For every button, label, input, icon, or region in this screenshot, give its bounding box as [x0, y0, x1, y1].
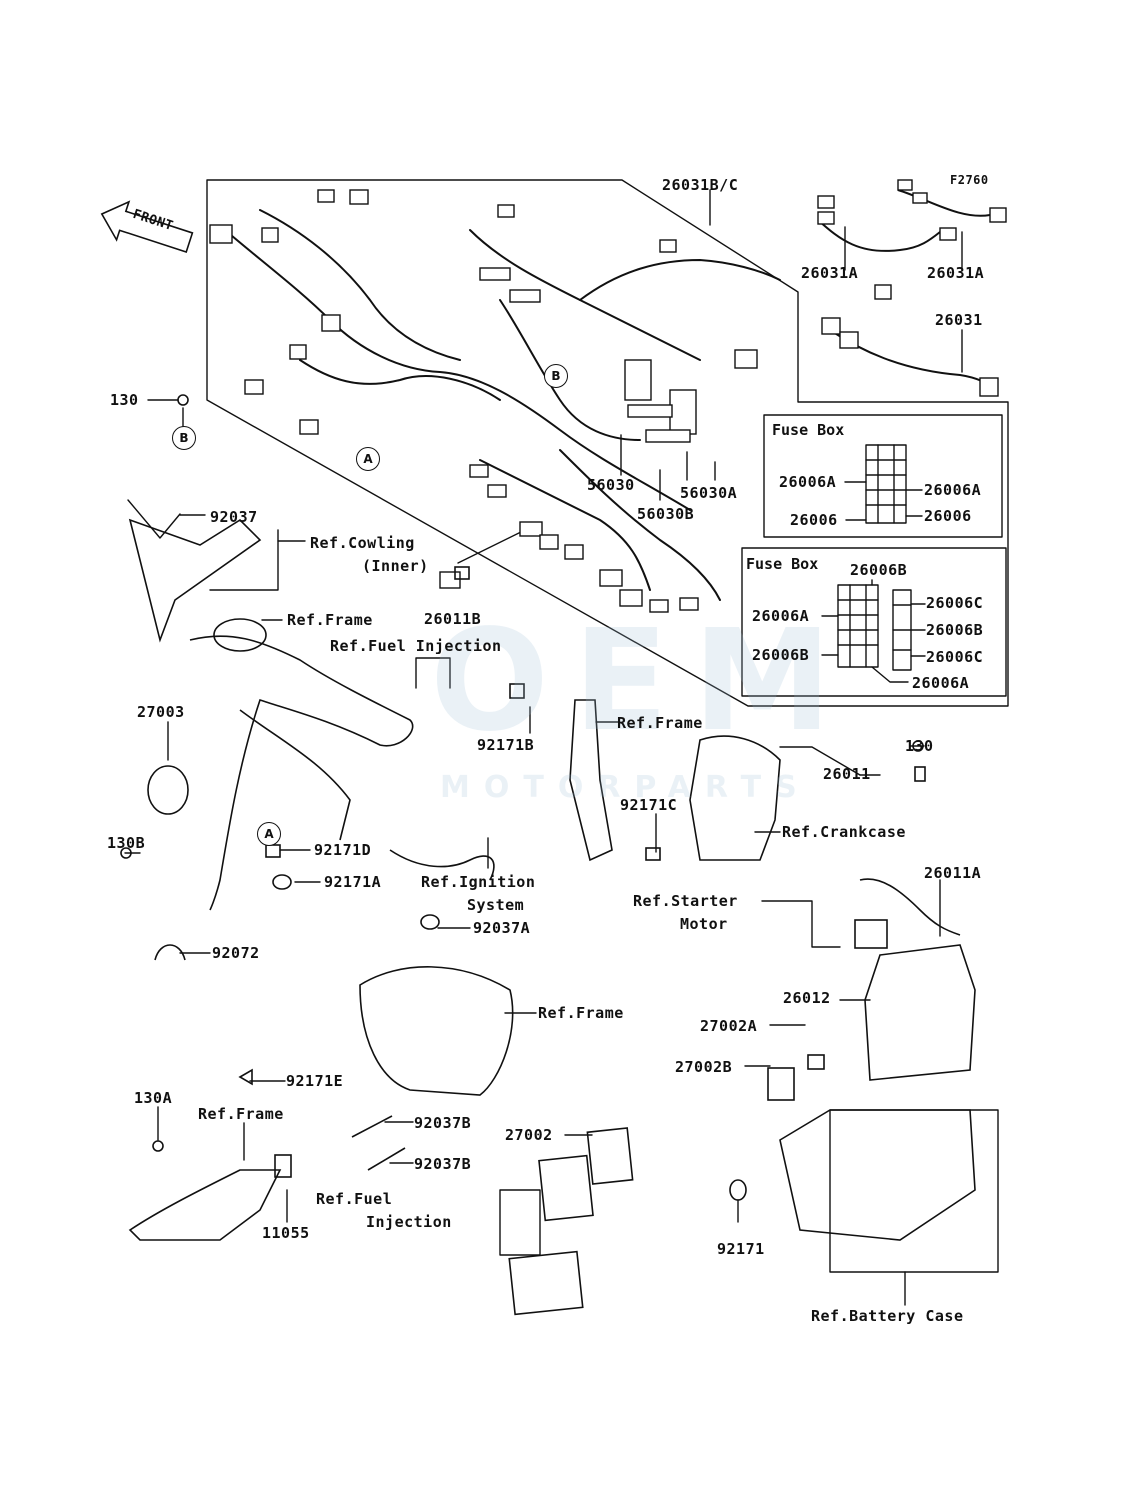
callout-26006-fb1-left[interactable]: 26006 [790, 511, 838, 529]
callout-130a[interactable]: 130A [134, 1089, 173, 1107]
harness-enclosure [206, 179, 1009, 707]
callout-26011[interactable]: 26011 [823, 765, 871, 783]
callout-26006a-fb1-left[interactable]: 26006A [779, 473, 837, 491]
ref-starter-motor: Ref.Starter [633, 892, 738, 910]
callout-26006a-fb1-right[interactable]: 26006A [924, 481, 982, 499]
circle-tag-b-center: B [544, 364, 568, 388]
callout-92171d[interactable]: 92171D [314, 841, 372, 859]
fuse-box-1-title: Fuse Box [772, 421, 845, 439]
ref-frame-lower-center: Ref.Frame [538, 1004, 624, 1022]
ref-cowling-inner: (Inner) [362, 557, 429, 575]
ref-fuel-injection-upper: Ref.Fuel Injection [330, 637, 502, 655]
callout-92171b[interactable]: 92171B [477, 736, 535, 754]
callout-130-top[interactable]: 130 [110, 391, 139, 409]
ref-starter-motor-2: Motor [680, 915, 728, 933]
callout-26006-fb1-right[interactable]: 26006 [924, 507, 972, 525]
callout-92171c[interactable]: 92171C [620, 796, 678, 814]
callout-56030a[interactable]: 56030A [680, 484, 738, 502]
callout-27002a[interactable]: 27002A [700, 1017, 758, 1035]
callout-130-right[interactable]: 130 [905, 737, 934, 755]
circle-tag-a-upper: A [356, 447, 380, 471]
fuse-box-1-frame [763, 414, 1003, 538]
callout-26031a-left[interactable]: 26031A [801, 264, 859, 282]
callout-130b[interactable]: 130B [107, 834, 146, 852]
callout-92037a[interactable]: 92037A [473, 919, 531, 937]
callout-11055[interactable]: 11055 [262, 1224, 310, 1242]
callout-92171e[interactable]: 92171E [286, 1072, 344, 1090]
callout-26006b-fb2-top[interactable]: 26006B [850, 561, 908, 579]
callout-26006c-fb2-top[interactable]: 26006C [926, 594, 984, 612]
callout-92037b-lower[interactable]: 92037B [414, 1155, 472, 1173]
ref-fuel-injection-lower-2: Injection [366, 1213, 452, 1231]
ref-battery-case: Ref.Battery Case [811, 1307, 964, 1325]
callout-92072[interactable]: 92072 [212, 944, 260, 962]
callout-92037b-upper[interactable]: 92037B [414, 1114, 472, 1132]
callout-26006c-fb2-bottom[interactable]: 26006C [926, 648, 984, 666]
callout-26006a-fb2-left[interactable]: 26006A [752, 607, 810, 625]
callout-26011b[interactable]: 26011B [424, 610, 482, 628]
callout-26012[interactable]: 26012 [783, 989, 831, 1007]
callout-26006b-fb2-right[interactable]: 26006B [926, 621, 984, 639]
circle-tag-b-left: B [172, 426, 196, 450]
ref-frame-center: Ref.Frame [617, 714, 703, 732]
callout-27002b[interactable]: 27002B [675, 1058, 733, 1076]
callout-92037[interactable]: 92037 [210, 508, 258, 526]
ref-cowling: Ref.Cowling [310, 534, 415, 552]
callout-26006a-fb2-bottom[interactable]: 26006A [912, 674, 970, 692]
ref-crankcase: Ref.Crankcase [782, 823, 906, 841]
ref-ignition-system-2: System [467, 896, 525, 914]
callout-56030[interactable]: 56030 [587, 476, 635, 494]
callout-26031a-right[interactable]: 26031A [927, 264, 985, 282]
ref-ignition-system: Ref.Ignition [421, 873, 536, 891]
ref-frame-lower-left: Ref.Frame [198, 1105, 284, 1123]
callout-92171a[interactable]: 92171A [324, 873, 382, 891]
figure-code: F2760 [950, 173, 989, 187]
callout-26006b-fb2-left[interactable]: 26006B [752, 646, 810, 664]
callout-27002[interactable]: 27002 [505, 1126, 553, 1144]
callout-92171[interactable]: 92171 [717, 1240, 765, 1258]
ref-frame-upper-left: Ref.Frame [287, 611, 373, 629]
callout-26031[interactable]: 26031 [935, 311, 983, 329]
front-arrow [100, 200, 194, 253]
callout-27003[interactable]: 27003 [137, 703, 185, 721]
callout-26031bc[interactable]: 26031B/C [662, 176, 739, 194]
circle-tag-a-lower: A [257, 822, 281, 846]
ref-fuel-injection-lower: Ref.Fuel [316, 1190, 393, 1208]
callout-56030b[interactable]: 56030B [637, 505, 695, 523]
callout-26011a[interactable]: 26011A [924, 864, 982, 882]
fuse-box-2-title: Fuse Box [746, 555, 819, 573]
fuse-box-2-frame [741, 547, 1007, 697]
